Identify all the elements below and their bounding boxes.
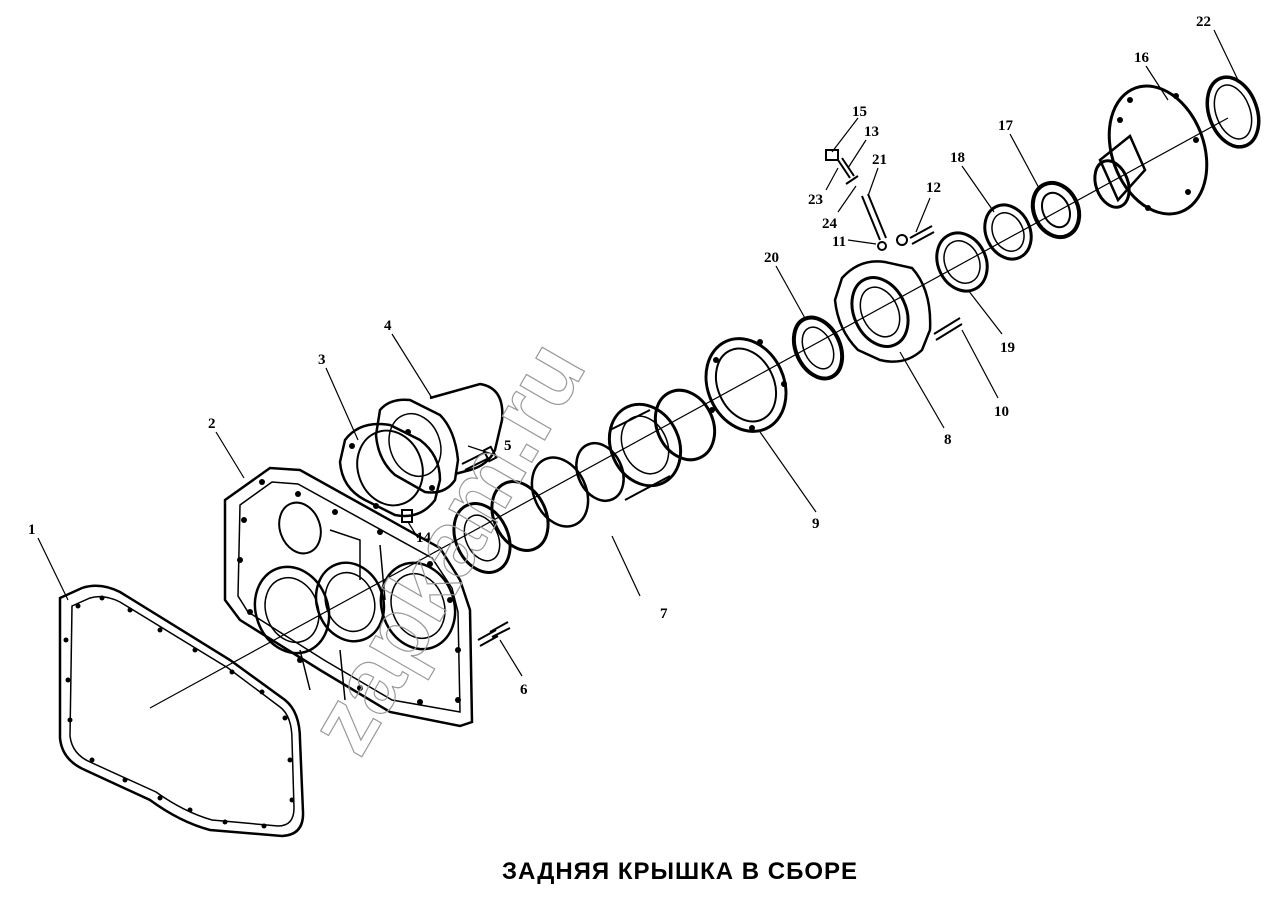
seal-ring-part-19-inner [943, 240, 981, 284]
callout-13: 13 [864, 124, 879, 140]
callout-8: 8 [944, 432, 952, 448]
leader-lines [37, 29, 1239, 677]
bolt-part-5 [461, 445, 498, 471]
callout-24: 24 [822, 216, 838, 232]
callout-11: 11 [832, 234, 846, 250]
companion-flange-part-16 [1093, 84, 1209, 216]
seal-part-18-inner [991, 212, 1025, 252]
callout-9: 9 [812, 516, 820, 532]
rear-cover-housing-part-2 [223, 466, 474, 728]
callout-22: 22 [1196, 14, 1211, 30]
gasket-part-1 [58, 584, 305, 838]
vent-valve-hardware [825, 149, 935, 251]
plug-part-14 [401, 509, 413, 523]
callout-23: 23 [808, 192, 823, 208]
callout-21: 21 [872, 152, 887, 168]
callout-16: 16 [1134, 50, 1150, 66]
callout-20: 20 [764, 250, 779, 266]
callout-7: 7 [660, 606, 668, 622]
callout-10: 10 [994, 404, 1009, 420]
callout-6: 6 [520, 682, 528, 698]
gear-ring-part-20 [791, 315, 845, 381]
callout-1: 1 [28, 522, 36, 538]
bearing-housing-part-8 [833, 260, 932, 363]
callout-14: 14 [416, 530, 432, 546]
callout-19: 19 [1000, 340, 1015, 356]
callout-18: 18 [950, 150, 965, 166]
dust-ring-part-22-inner [1213, 84, 1253, 140]
callout-12: 12 [926, 180, 941, 196]
callout-labels: 1 2 3 4 5 6 7 8 9 10 11 12 13 14 15 16 1… [28, 14, 1211, 698]
callout-15: 15 [852, 104, 867, 120]
bearing-cup-part-4 [374, 382, 504, 494]
bolt-part-6 [477, 621, 511, 647]
diagram-caption: ЗАДНЯЯ КРЫШКА В СБОРЕ [502, 858, 858, 885]
bolt-part-10 [933, 317, 963, 341]
seal-ring-part-19 [935, 231, 989, 293]
callout-17: 17 [998, 118, 1014, 134]
retainer-ring-part-9 [704, 337, 788, 433]
callout-4: 4 [384, 318, 392, 334]
dust-ring-part-22 [1205, 75, 1261, 149]
callout-5: 5 [504, 438, 512, 454]
seal-part-18 [983, 203, 1033, 261]
nut-part-17 [1030, 180, 1082, 240]
bearing-gear-stack-part-7 [452, 388, 717, 574]
callout-3: 3 [318, 352, 326, 368]
callout-2: 2 [208, 416, 216, 432]
nut-part-17-inner [1040, 191, 1072, 229]
assembly-axis [149, 117, 1229, 709]
